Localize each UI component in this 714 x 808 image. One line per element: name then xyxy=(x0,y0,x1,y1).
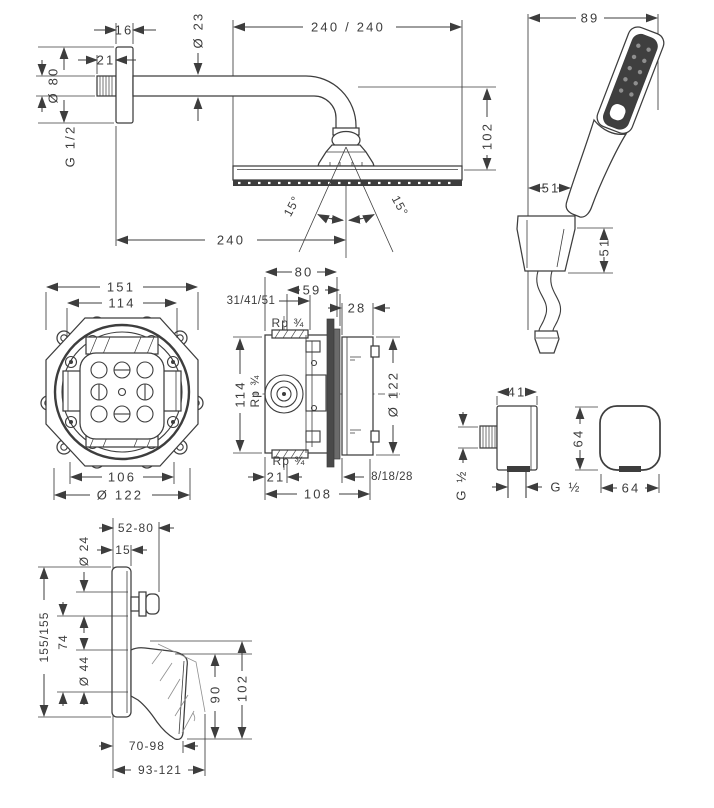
dim-connection-top: Rp ¾ xyxy=(271,316,304,330)
handshower-dimension-lines xyxy=(528,13,658,273)
dim-hose-thread: G ½ xyxy=(550,480,581,495)
dim-flange-diameter: Ø 80 xyxy=(46,67,61,104)
shower-holder xyxy=(516,215,576,272)
dim-installation-depth: 31/41/51 xyxy=(227,295,276,307)
dim-arm-projection: 240 xyxy=(217,233,245,248)
dim-holder-height: 51 xyxy=(597,238,612,257)
holder-cover-foot xyxy=(619,466,641,472)
overhead-spray-plate xyxy=(232,165,463,181)
shield-clip-bottom xyxy=(370,430,380,443)
dim-lever-overall: 102 xyxy=(235,674,250,702)
ibox-front-drawing xyxy=(40,316,204,469)
handshower-drawing xyxy=(516,26,665,354)
dim-mounting-depth-range: 52-80 xyxy=(118,521,154,535)
dim-opening-width: 114 xyxy=(108,296,135,311)
ibox-front-dimension-lines xyxy=(46,282,198,500)
outlet-dimension-lines xyxy=(458,387,659,493)
wall-outlet-view: 41 G ½ G ½ 64 64 xyxy=(454,385,661,501)
function-block-ports xyxy=(90,361,154,423)
dim-shield-depth: 28 xyxy=(348,301,367,316)
ibox-side-drawing xyxy=(264,318,380,468)
ibox-front-view: 151 114 106 Ø 122 xyxy=(40,280,204,503)
ibox-housing-side xyxy=(264,334,334,454)
dim-arm-thread-size: G 1/2 xyxy=(63,125,78,168)
handshower-extension-lines xyxy=(527,14,659,330)
handshower-set-view: 89 51 51 xyxy=(516,11,665,354)
dim-cover-height: 64 xyxy=(571,429,586,448)
dim-plate-thickness: 15 xyxy=(115,543,131,557)
spray-nozzles xyxy=(618,43,651,97)
dim-front-projection: 8/18/28 xyxy=(371,471,413,483)
dim-head-size: 240 / 240 xyxy=(311,20,385,35)
dim-set-width: 89 xyxy=(581,11,600,26)
trim-dimension-lines xyxy=(39,523,247,775)
outlet-bottom-seal xyxy=(507,466,530,472)
dim-overall-depth: 108 xyxy=(304,487,332,502)
trim-escutcheon xyxy=(111,566,132,718)
arm-wall-flange xyxy=(115,46,134,124)
dim-head-drop: 102 xyxy=(480,122,495,150)
dim-lever-reach: 70-98 xyxy=(129,739,165,753)
dim-plate-size: 155/155 xyxy=(37,611,51,662)
volume-control xyxy=(264,374,304,414)
dim-housing-width: 151 xyxy=(107,280,135,295)
wall-outlet-drawing xyxy=(479,405,661,498)
tilt-angle-lines xyxy=(298,146,394,253)
dim-escutcheon-diameter: Ø 122 xyxy=(97,488,143,503)
lever-swing-ghost xyxy=(157,643,206,713)
dim-housing-height: 114 xyxy=(233,380,248,407)
trim-drawing xyxy=(111,566,206,740)
diverter-knob xyxy=(145,593,160,615)
dim-cover-width: 64 xyxy=(622,481,641,496)
dim-arm-diameter: Ø 23 xyxy=(191,12,206,49)
stem-bushing xyxy=(130,596,140,612)
outlet-extension-lines xyxy=(458,396,660,493)
front-sealing-plate xyxy=(326,318,335,468)
dim-lever-height: 90 xyxy=(208,685,223,704)
dim-rear-clearance: 21 xyxy=(267,470,286,485)
dim-lever-reach-max: 93-121 xyxy=(138,763,182,777)
dim-flange-thickness: 16 xyxy=(115,23,134,38)
dim-stem-diameter: Ø 24 xyxy=(77,536,91,566)
top-clamp-plate xyxy=(85,336,159,355)
hose-nut xyxy=(534,330,560,354)
spray-face xyxy=(233,180,462,186)
dim-axis-offset: 74 xyxy=(56,634,70,650)
dim-tilt-right: 15° xyxy=(389,193,411,219)
dim-connection-bottom: Rp ¾ xyxy=(272,454,305,468)
overhead-dimension-lines xyxy=(37,22,492,245)
dim-holder-depth: 51 xyxy=(542,181,561,196)
shower-arm-pipe xyxy=(132,75,357,130)
dim-wall-thread: G ½ xyxy=(454,469,469,500)
dim-housing-depth: 59 xyxy=(303,283,322,298)
dim-outlet-width: 41 xyxy=(508,385,527,400)
shield-clip-top xyxy=(370,345,380,358)
dim-hub-diameter: Ø 44 xyxy=(77,656,91,686)
dim-total-depth: 80 xyxy=(295,265,314,280)
mixer-trim-view: 52-80 15 Ø 24 155/155 74 Ø 44 90 102 70-… xyxy=(37,518,252,778)
seal-ring xyxy=(53,323,191,461)
ibox-side-view: 80 59 31/41/51 Rp ¾ 28 114 Rp ¾ Ø 122 Rp… xyxy=(227,265,413,502)
dim-thread-length: 21 xyxy=(97,53,116,68)
head-cone-mount xyxy=(317,144,375,167)
holder-cover xyxy=(599,405,661,471)
dim-tilt-left: 15° xyxy=(281,193,303,219)
hose-connection xyxy=(507,472,527,498)
stem-ring xyxy=(138,591,147,617)
shower-hose xyxy=(536,270,548,332)
outlet-wall-thread xyxy=(479,425,498,449)
overhead-shower-arm-view: 16 21 Ø 80 G 1/2 Ø 23 240 / 240 102 15° … xyxy=(36,12,496,258)
ibox-side-dimension-lines xyxy=(235,267,398,499)
dim-bolt-spacing: 106 xyxy=(108,470,136,485)
spray-mode-clip xyxy=(608,102,627,122)
shower-arm-drawing xyxy=(96,46,463,253)
handshower-handle xyxy=(565,118,628,218)
lever-handle xyxy=(130,647,188,740)
dim-connection-side: Rp ¾ xyxy=(248,374,262,407)
dim-shield-diameter: Ø 122 xyxy=(386,371,401,417)
